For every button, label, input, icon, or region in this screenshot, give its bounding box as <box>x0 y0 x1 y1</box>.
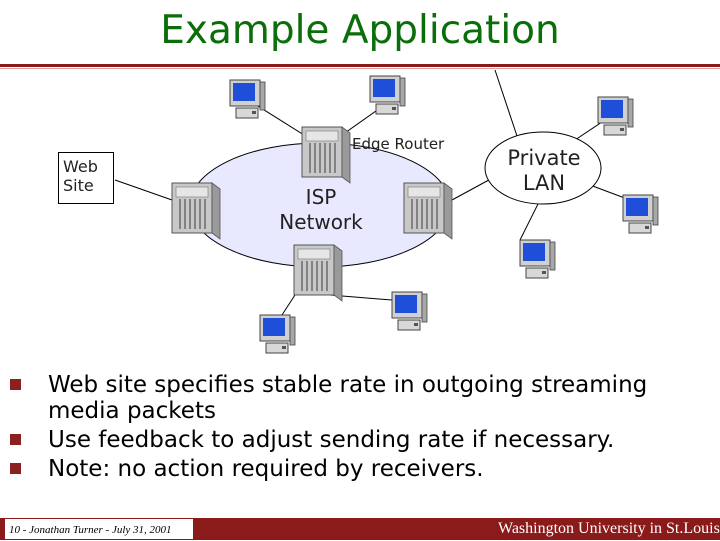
computer-icon-5 <box>519 239 556 279</box>
router-bottom-icon <box>293 244 343 302</box>
bullet-item: Use feedback to adjust sending rate if n… <box>0 427 720 453</box>
link-lan-pc6 <box>519 199 541 241</box>
isp-network-label: ISP Network <box>279 185 363 234</box>
router-right-icon <box>403 182 453 240</box>
bullet-list: Web site specifies stable rate in outgoi… <box>0 372 720 485</box>
computer-icon-3 <box>597 96 634 136</box>
bullet-text: Note: no action required by receivers. <box>48 456 484 482</box>
bullet-square-icon <box>10 463 21 474</box>
computer-icon-7 <box>259 314 296 354</box>
computer-icon-2 <box>369 75 406 115</box>
link-website-router <box>114 179 173 201</box>
computer-icon-1 <box>229 79 266 119</box>
bullet-item: Web site specifies stable rate in outgoi… <box>0 372 720 424</box>
computer-icon-6 <box>391 291 428 331</box>
edge-router-label: Edge Router <box>352 135 445 153</box>
network-diagram <box>114 69 659 354</box>
web-site-label: Web Site <box>58 152 114 204</box>
bullet-text: Use feedback to adjust sending rate if n… <box>48 427 615 453</box>
bullet-text: Web site specifies stable rate in outgoi… <box>48 372 648 424</box>
router-left-icon <box>171 182 221 240</box>
bullet-item: Note: no action required by receivers. <box>0 456 720 482</box>
private-lan-label: Private LAN <box>507 146 581 195</box>
edge-router-icon <box>301 126 351 184</box>
private-lan-cloud <box>484 131 602 205</box>
link-pc7 <box>279 294 296 319</box>
title-rule-thin <box>0 68 720 69</box>
footer-text: 10 - Jonathan Turner - July 31, 2001 <box>4 518 194 540</box>
computer-icon-4 <box>622 194 659 234</box>
title-rule <box>0 64 720 67</box>
link-lan-pc3 <box>494 69 521 146</box>
bullet-square-icon <box>10 379 21 390</box>
bullet-square-icon <box>10 434 21 445</box>
slide-title: Example Application <box>160 8 560 53</box>
university-logo: Washington University in St.Louis <box>498 520 720 537</box>
